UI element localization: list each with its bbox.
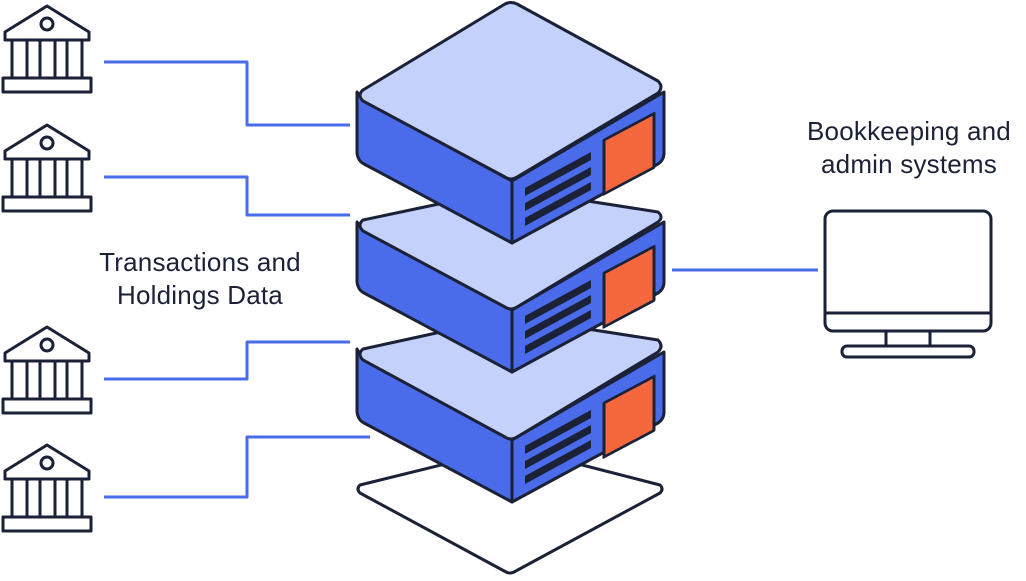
bank-icons xyxy=(1,4,93,533)
connectors xyxy=(104,60,818,499)
server-middle-vents xyxy=(525,280,591,354)
connector-bank-4 xyxy=(104,435,370,499)
transactions-label-line-1: Transactions and xyxy=(99,247,301,277)
transactions-label-line-2: Holdings Data xyxy=(117,280,283,310)
server-top-top-face xyxy=(358,1,663,181)
bank-4-icon xyxy=(1,443,93,533)
transactions-holdings-label: Transactions and Holdings Data xyxy=(70,246,330,312)
monitor-screen xyxy=(823,209,993,333)
bookkeeping-admin-label: Bookkeeping and admin systems xyxy=(768,115,1026,181)
server-top-indicator xyxy=(602,111,656,196)
connector-bank-2 xyxy=(104,175,350,217)
server-middle xyxy=(355,187,666,374)
monitor-stand xyxy=(884,331,932,346)
server-bottom xyxy=(355,315,666,504)
bank-3-icon xyxy=(1,325,93,415)
monitor-icon xyxy=(823,209,993,359)
monitor-base xyxy=(840,344,976,359)
server-top xyxy=(355,1,666,245)
bank-2-icon xyxy=(1,123,93,213)
server-bottom-vents xyxy=(525,410,591,484)
server-top-vents xyxy=(525,152,591,226)
connector-bank-1 xyxy=(104,60,350,127)
bookkeeping-label-line-2: admin systems xyxy=(821,149,997,179)
server-middle-indicator xyxy=(602,244,656,329)
bookkeeping-label-line-1: Bookkeeping and xyxy=(807,116,1011,146)
connector-bank-3 xyxy=(104,340,350,381)
server-bottom-indicator xyxy=(602,374,656,459)
bank-1-icon xyxy=(1,4,93,94)
